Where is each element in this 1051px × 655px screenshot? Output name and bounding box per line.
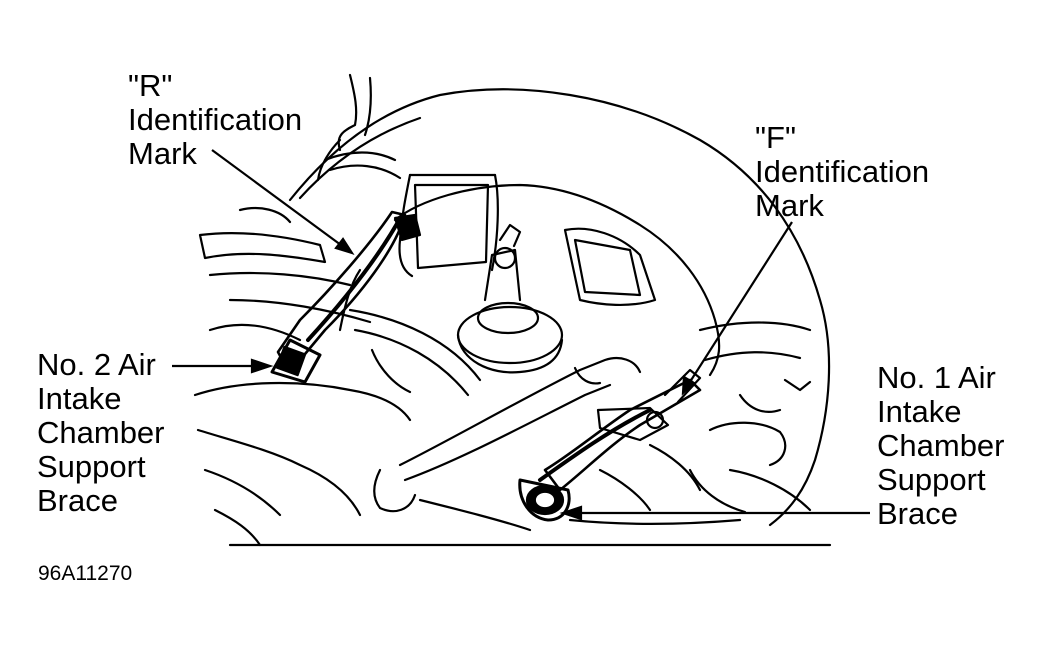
r-mark-line-2: Identification: [128, 102, 303, 137]
no2-brace-label: No. 2 Air Intake Chamber Support Brace: [37, 348, 165, 518]
no2-brace-line-2: Intake: [37, 381, 122, 416]
left-hose: [198, 231, 327, 264]
figure-id: 96A11270: [38, 562, 133, 585]
no1-brace-line-3: Chamber: [877, 428, 1005, 463]
no1-brace-line-4: Support: [877, 462, 986, 497]
no1-brace-line-2: Intake: [877, 394, 962, 429]
center-hose: [398, 356, 642, 467]
no2-brace-line-5: Brace: [37, 483, 118, 518]
intake-chamber-body: [393, 183, 721, 377]
r-identification-mark-label: "R" Identification Mark: [128, 69, 302, 171]
no2-brace-line-4: Support: [37, 449, 146, 484]
no2-brace-line-1: No. 2 Air: [37, 347, 156, 382]
no1-brace: [543, 378, 702, 492]
r-mark-leader: [211, 149, 346, 249]
no1-brace-line-5: Brace: [877, 496, 958, 531]
f-mark-leader: [687, 221, 793, 386]
f-mark-line-2: Identification: [755, 154, 930, 189]
r-mark-line-3: Mark: [128, 136, 197, 171]
engine-bay-outline: [288, 88, 831, 527]
f-mark-line-1: "F": [755, 120, 796, 155]
no1-brace-line-1: No. 1 Air: [877, 360, 996, 395]
f-mark-line-3: Mark: [755, 188, 824, 223]
f-identification-mark-label: "F" Identification Mark: [755, 121, 929, 223]
no1-brace-label: No. 1 Air Intake Chamber Support Brace: [877, 361, 1005, 531]
no2-brace-line-3: Chamber: [37, 415, 165, 450]
r-mark-line-1: "R": [128, 68, 173, 103]
throttle-body: [456, 305, 564, 365]
